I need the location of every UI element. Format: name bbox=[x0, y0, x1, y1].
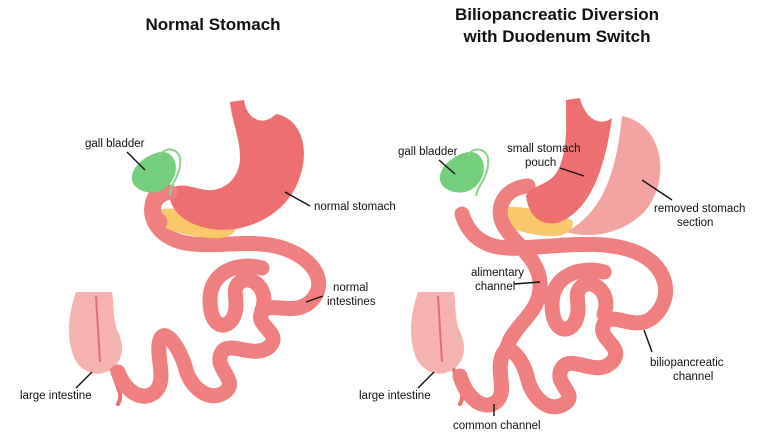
label-biliopancreatic-1: biliopancreatic bbox=[650, 357, 724, 369]
label-small-pouch-2: pouch bbox=[525, 157, 556, 169]
small-intestine-loop bbox=[202, 258, 272, 333]
leader-gall-bladder-left bbox=[126, 151, 146, 171]
left-panel: Normal Stomach gall bladder normal stoma… bbox=[20, 15, 396, 406]
removed-stomach-section bbox=[566, 116, 661, 236]
label-alimentary-1: alimentary bbox=[471, 267, 524, 279]
leader-large-intestine-right bbox=[417, 371, 435, 389]
label-removed-2: section bbox=[677, 217, 713, 229]
bile-duct-right bbox=[467, 148, 490, 197]
pouch-shape bbox=[526, 98, 612, 224]
biliopancreatic-intestines bbox=[454, 206, 674, 415]
leader-normal-intestines bbox=[305, 295, 324, 303]
label-alimentary-2: channel bbox=[475, 281, 515, 293]
pancreas-right bbox=[502, 206, 573, 237]
large-intestine-shape bbox=[69, 292, 122, 374]
large-intestine-line-right bbox=[437, 295, 443, 363]
leader-small-pouch bbox=[559, 167, 585, 177]
label-normal-intestines-2: intestines bbox=[327, 296, 376, 308]
label-large-intestine-right: large intestine bbox=[359, 390, 431, 402]
gall-bladder-shape-right bbox=[439, 151, 484, 193]
stomach-shape bbox=[169, 100, 304, 230]
large-intestine-line bbox=[95, 295, 101, 363]
label-common-channel: common channel bbox=[453, 420, 541, 432]
small-intestine-path bbox=[110, 182, 327, 404]
label-gall-bladder-left: gall bladder bbox=[85, 138, 145, 150]
small-stomach-pouch bbox=[526, 98, 612, 224]
gall-bladder-right bbox=[439, 148, 490, 197]
leader-biliopancreatic bbox=[643, 329, 653, 353]
label-large-intestine-left: large intestine bbox=[20, 390, 92, 402]
leader-alimentary bbox=[513, 281, 541, 285]
leader-gall-bladder-right bbox=[438, 159, 456, 175]
label-normal-intestines-1: normal bbox=[333, 282, 368, 294]
gall-bladder-shape bbox=[131, 151, 176, 193]
right-title-line1: Biliopancreatic Diversion bbox=[455, 5, 659, 24]
right-title-line2: with Duodenum Switch bbox=[463, 27, 651, 46]
leader-large-intestine-left bbox=[75, 371, 93, 389]
label-small-pouch-1: small stomach bbox=[507, 143, 581, 155]
large-intestine-shape-right bbox=[411, 292, 464, 374]
small-intestines-left bbox=[110, 182, 327, 404]
right-panel: Biliopancreatic Diversion with Duodenum … bbox=[359, 5, 745, 432]
duodenum bbox=[146, 184, 178, 230]
normal-stomach bbox=[146, 100, 304, 230]
bile-duct bbox=[159, 148, 182, 197]
label-removed-1: removed stomach bbox=[654, 203, 745, 215]
large-intestine-left bbox=[69, 292, 123, 406]
common-channel-path bbox=[452, 348, 510, 413]
gall-bladder-left bbox=[131, 148, 182, 197]
leader-removed bbox=[641, 179, 673, 201]
label-gall-bladder-right: gall bladder bbox=[398, 146, 458, 158]
label-biliopancreatic-2: channel bbox=[673, 371, 713, 383]
biliopancreatic-loop bbox=[544, 262, 614, 337]
leader-normal-stomach bbox=[284, 191, 311, 207]
left-title: Normal Stomach bbox=[145, 15, 280, 34]
biliopancreatic-path bbox=[454, 206, 674, 415]
label-normal-stomach: normal stomach bbox=[314, 201, 396, 213]
